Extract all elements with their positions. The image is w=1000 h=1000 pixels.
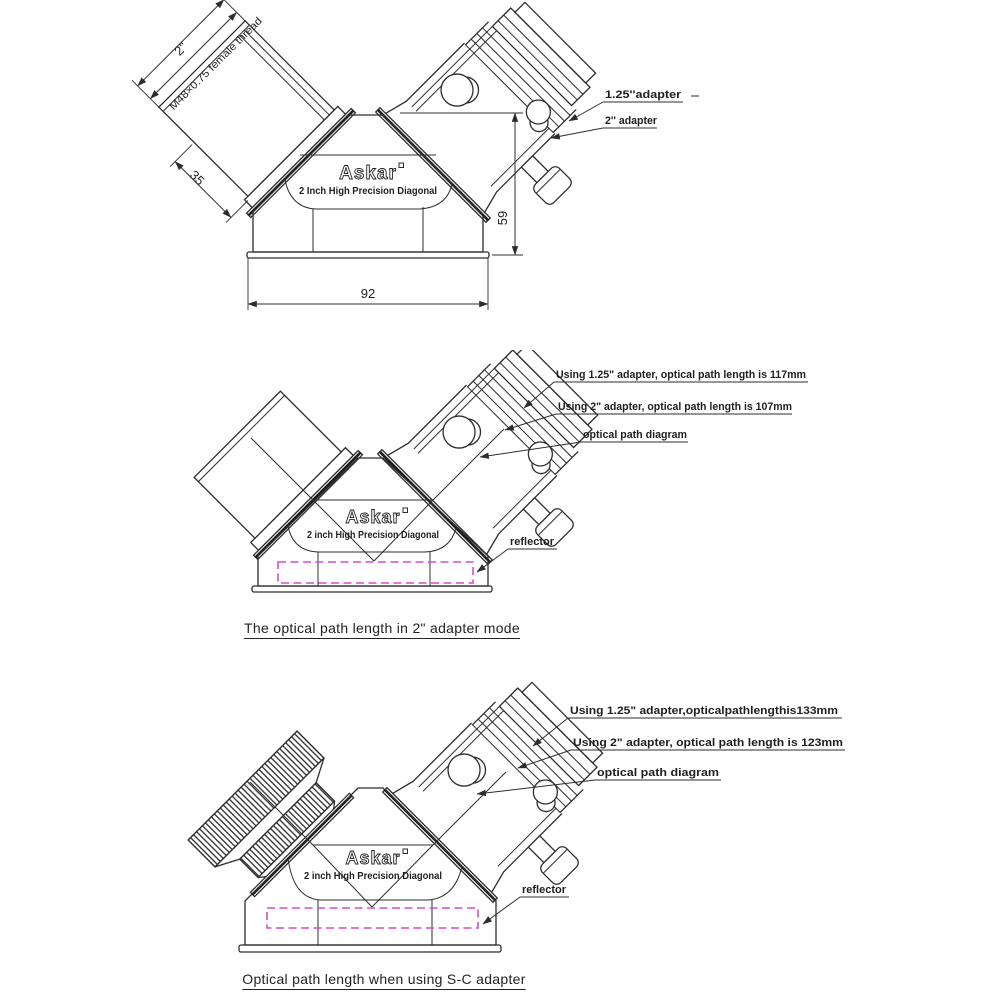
product-name: 2 Inch High Precision Diagonal [299,186,437,197]
leader-2-adapter [550,127,604,140]
leader-diagram [479,441,582,459]
label-2-adapter: 2'' adapter [605,115,658,127]
leader-reflector [482,896,521,925]
leader-path-2 [504,413,557,431]
optical-path-lines [250,428,505,562]
sc-adapter [187,730,355,898]
label-1-25-adapter: 1.25''adapter [605,89,682,101]
diagonal-body: Askar 2 Inch High Precision Diagonal [246,114,490,259]
optical-path-lines [249,771,507,908]
diagonal-body: Askar 2 inch High Precision Diagonal [250,428,505,593]
leader-reflector [476,548,509,573]
eyepiece-holder-assembly [376,350,599,566]
reflector-outline [266,907,479,929]
brand-logo: Askar [339,163,397,184]
nosepiece-barrel [193,390,364,561]
annotation-reflector: reflector [510,536,555,548]
brand-logo: Askar [345,507,400,527]
brand-logo-mark [402,848,408,854]
side-thumbscrew-front [525,99,552,125]
knurled-ring-small [238,781,336,879]
knurled-ring-large [187,730,325,868]
annotation-diagram: optical path diagram [583,429,687,441]
nosepiece-barrel [131,0,357,223]
annotation-path-2: Using 2" adapter, optical path length is… [558,401,792,413]
thumbscrew-knob [533,166,572,205]
product-name: 2 inch High Precision Diagonal [304,871,442,882]
caption-sc-adapter-mode: Optical path length when using S-C adapt… [242,971,526,987]
brand-logo: Askar [345,848,400,868]
annotation-path-2: Using 2" adapter, optical path length is… [573,737,843,749]
leader-path-125 [523,381,555,409]
dim-59: 59 [495,211,510,225]
figure-dimensioned-view: Askar 2 Inch High Precision Diagonal 2''… [131,0,699,310]
annotation-path-125: Using 1.25" adapter, optical path length… [556,369,806,381]
annotation-diagram: optical path diagram [597,767,719,779]
dim-35: 35 [187,167,208,188]
leader-path-2 [517,749,572,769]
thumbscrew-knob [540,846,579,885]
leader-1-25-adapter [568,101,604,122]
product-name: 2 inch High Precision Diagonal [307,530,439,541]
diagonal-body: Askar 2 inch High Precision Diagonal [238,771,507,953]
annotation-reflector: reflector [522,884,567,896]
leader-diagram [476,779,596,797]
dim-92: 92 [361,286,375,301]
brand-logo-mark [402,507,408,513]
leader-path-125 [532,717,569,747]
brand-logo-mark [398,162,404,168]
dim-diameter-2in: 2'' [171,39,190,58]
annotation-path-125: Using 1.25" adapter,opticalpathlengthis1… [570,705,838,717]
screw-boss-front [440,73,474,107]
figure-optical-path-sc: Askar 2 inch High Precision Diagonal Usi… [187,681,845,953]
caption-2in-adapter-mode: The optical path length in 2" adapter mo… [244,620,520,636]
thumbscrew-knob [535,508,574,547]
figure-optical-path-2in: Askar 2 inch High Precision Diagonal Usi… [193,350,808,593]
reflector-outline [277,561,474,584]
